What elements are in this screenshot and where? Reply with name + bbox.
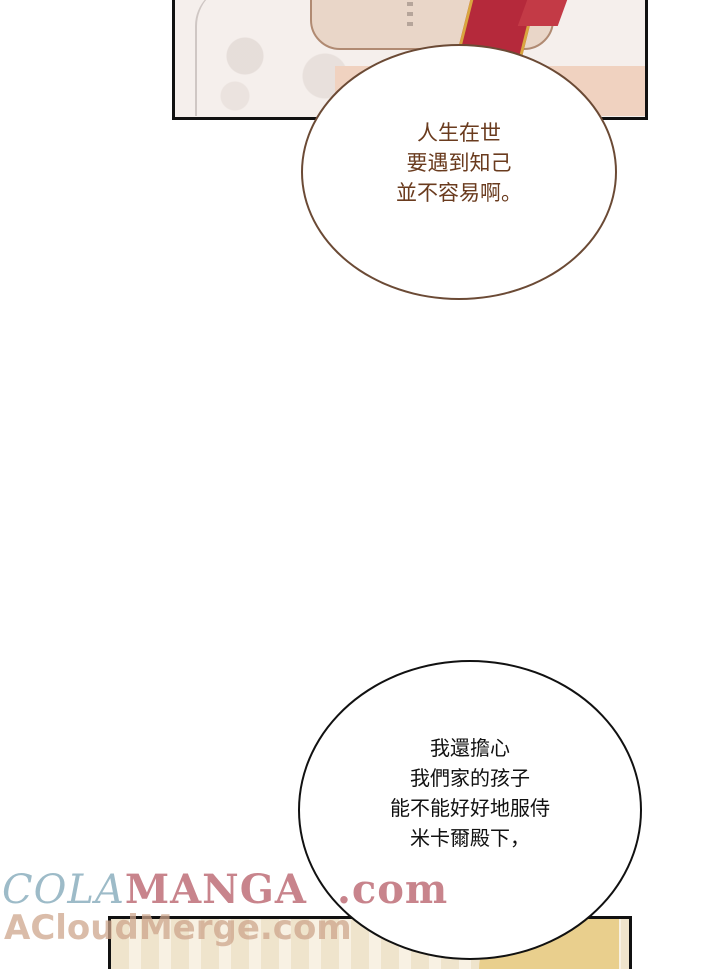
speech-line: 我還擔心 <box>430 736 510 760</box>
speech-text-bottom: 我還擔心 我們家的孩子 能不能好好地服侍 米卡爾殿下， <box>390 733 550 853</box>
watermark: COLAMANGA .com ACloudMerge.com <box>0 866 447 956</box>
watermark-line-2: ACloudMerge.com <box>4 908 352 948</box>
speech-bubble-top: 人生在世 要遇到知己 並不容易啊。 <box>301 44 617 300</box>
watermark-manga: MANGA <box>124 866 307 913</box>
speech-bubble-bottom: 我還擔心 我們家的孩子 能不能好好地服侍 米卡爾殿下， <box>298 660 642 960</box>
speech-line: 人生在世 <box>417 121 501 145</box>
speech-line: 我們家的孩子 <box>410 766 530 790</box>
watermark-cola: COLA <box>2 867 125 913</box>
speech-line: 米卡爾殿下， <box>410 826 530 850</box>
speech-line: 並不容易啊。 <box>396 181 522 205</box>
hair-strand <box>195 0 237 116</box>
robe-buttons <box>407 0 413 32</box>
speech-text-top: 人生在世 要遇到知己 並不容易啊。 <box>396 118 522 208</box>
speech-line: 能不能好好地服侍 <box>390 796 550 820</box>
speech-line: 要遇到知己 <box>406 151 512 175</box>
watermark-com: .com <box>336 866 449 913</box>
watermark-line-1: COLAMANGA .com <box>2 866 448 913</box>
